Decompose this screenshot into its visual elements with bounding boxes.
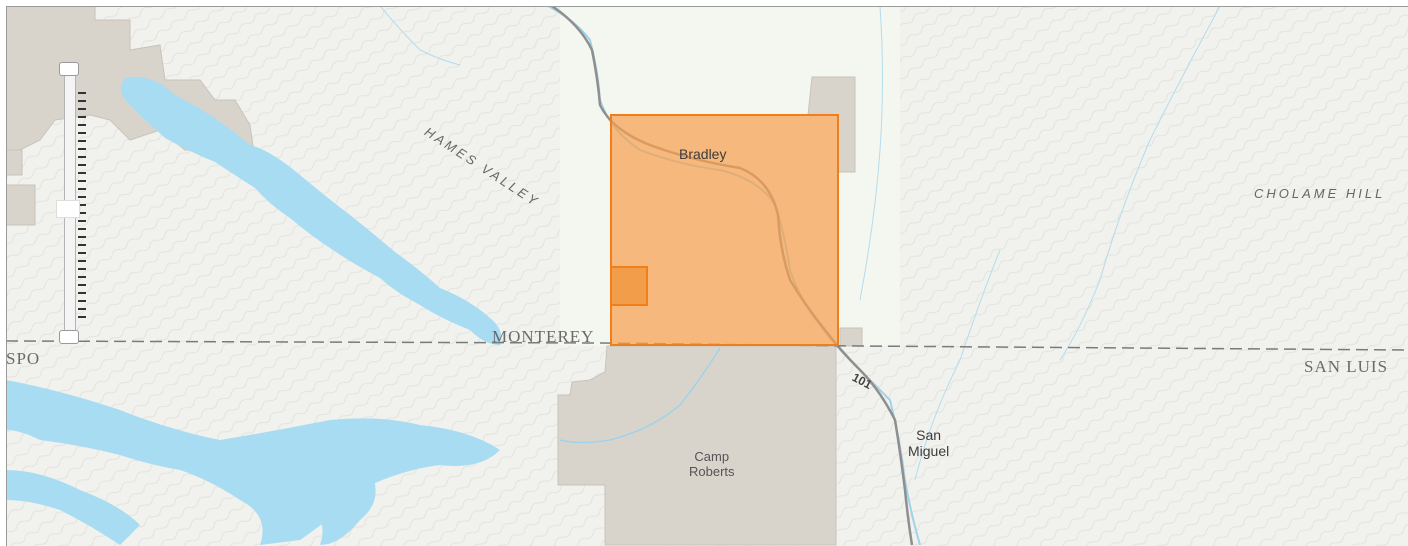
label-san-miguel: San Miguel — [908, 427, 949, 459]
stream-southwest — [559, 347, 721, 444]
zoom-slider[interactable] — [54, 58, 94, 348]
lake-nacimiento-arm — [6, 470, 140, 545]
basemap[interactable] — [6, 6, 1408, 546]
label-san-miguel-line1: San — [916, 427, 942, 443]
label-spo: SPO — [6, 349, 41, 368]
public-land-west-fragment — [6, 149, 36, 226]
selected-area-polygon[interactable] — [610, 114, 839, 346]
label-monterey-county: MONTEREY — [492, 327, 595, 346]
lake-san-antonio — [121, 76, 502, 346]
label-cholame-hills: CHOLAME HILL — [1254, 186, 1386, 201]
zoom-slider-ticks — [78, 92, 86, 322]
public-land-san-luis-border — [839, 327, 863, 347]
camp-roberts-area — [557, 345, 837, 546]
zoom-handle-icon[interactable] — [56, 200, 80, 218]
label-san-miguel-line2: Miguel — [908, 443, 950, 459]
label-camp-roberts-line1: Camp — [694, 449, 730, 464]
selected-area-small-parcel[interactable] — [610, 266, 648, 306]
lake-nacimiento — [6, 380, 500, 545]
lake-small-arm — [300, 470, 376, 545]
stream-north — [379, 6, 883, 301]
zoom-out-icon[interactable] — [59, 330, 79, 344]
label-bradley: Bradley — [679, 146, 727, 162]
label-camp-roberts: Camp Roberts — [689, 449, 735, 479]
label-camp-roberts-line2: Roberts — [689, 464, 735, 479]
label-san-luis-county: SAN LUIS — [1304, 357, 1389, 376]
stream-east — [914, 6, 1221, 481]
zoom-in-icon[interactable] — [59, 62, 79, 76]
